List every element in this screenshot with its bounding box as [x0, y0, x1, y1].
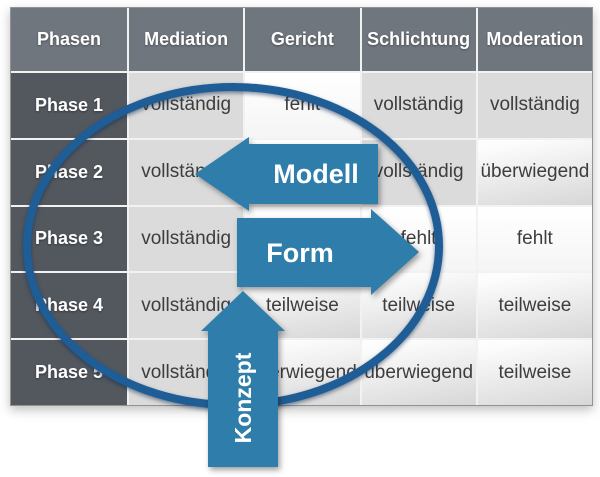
table-cell: vollständig — [129, 340, 244, 405]
row-label-phase-4: Phase 4 — [11, 273, 127, 339]
row-label-phase-2: Phase 2 — [11, 139, 127, 205]
table-cell: vollständig — [129, 73, 244, 138]
table-cell: teilweise — [245, 273, 360, 339]
row-label-phase-5: Phase 5 — [11, 340, 127, 405]
table-cell: fehlt — [477, 206, 592, 272]
column-header-moderation: Moderation — [477, 8, 592, 71]
table-cell: überwiegend — [245, 340, 360, 405]
table-cell — [245, 139, 360, 205]
table-cell: vollständig — [361, 139, 476, 205]
column-header-mediation: Mediation — [129, 8, 244, 71]
table-cell: teilweise — [477, 273, 592, 339]
column-header-phasen: Phasen — [11, 8, 127, 71]
table-cell: vollständig — [129, 206, 244, 272]
row-label-phase-1: Phase 1 — [11, 73, 127, 138]
table-cell: vollständig — [129, 139, 244, 205]
table-cell: vollständig — [477, 73, 592, 138]
phases-comparison-table: Phasen Mediation Gericht Schlichtung Mod… — [10, 7, 593, 406]
table-cell: überwiegend — [361, 340, 476, 405]
table-cell: fehlt — [361, 206, 476, 272]
table-cell: fehlt — [245, 73, 360, 138]
column-header-gericht: Gericht — [245, 8, 360, 71]
table-cell: teilweise — [361, 273, 476, 339]
table-cell: vollständig — [361, 73, 476, 138]
column-header-schlichtung: Schlichtung — [361, 8, 476, 71]
table-cell — [245, 206, 360, 272]
table-cell: überwiegend — [477, 139, 592, 205]
row-label-phase-3: Phase 3 — [11, 206, 127, 272]
table-cell: vollständig — [129, 273, 244, 339]
table-cell: teilweise — [477, 340, 592, 405]
